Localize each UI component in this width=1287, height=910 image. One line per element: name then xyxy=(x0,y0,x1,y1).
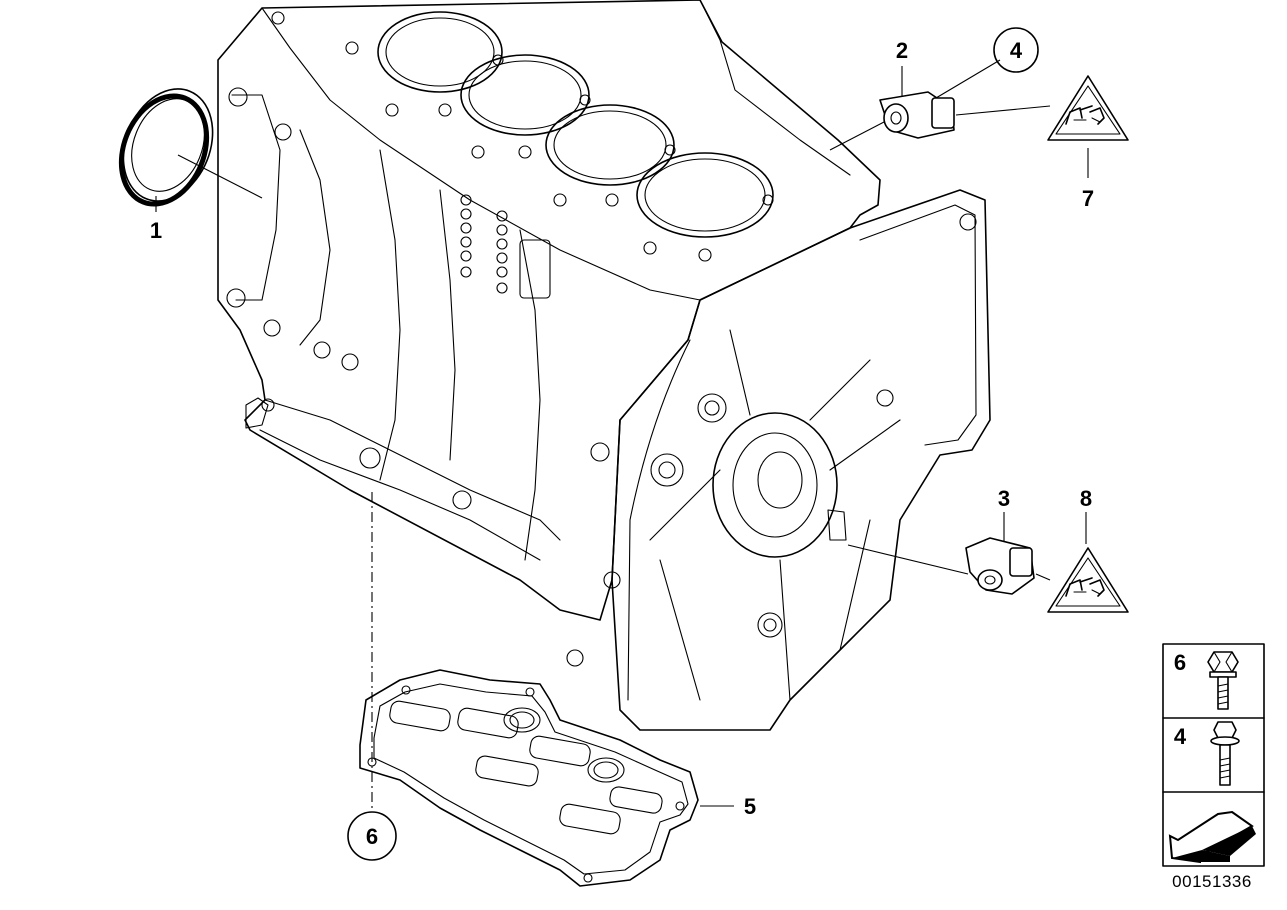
legend-item-4: 4 xyxy=(1174,721,1240,786)
hex-bolt-short-icon xyxy=(1207,651,1239,710)
callout-4: 4 xyxy=(993,27,1039,73)
callout-1: 1 xyxy=(150,218,162,243)
svg-text:1: 1 xyxy=(150,218,162,243)
warning-triangle-8 xyxy=(1047,547,1129,613)
sensor-part-2 xyxy=(879,91,955,139)
svg-text:5: 5 xyxy=(744,794,756,819)
callout-3: 3 xyxy=(998,486,1010,511)
svg-text:4: 4 xyxy=(1174,724,1187,749)
callout-5: 5 xyxy=(744,794,756,819)
callout-6: 6 xyxy=(347,811,397,861)
timing-end-face xyxy=(566,189,991,731)
leader-lines xyxy=(155,59,1089,810)
fastener-legend: 6 4 xyxy=(1162,643,1265,867)
oil-pan-gasket-part xyxy=(359,669,699,887)
engine-block xyxy=(217,0,881,621)
electrostatic-hand-icon xyxy=(1065,105,1105,125)
callout-7: 7 xyxy=(1082,186,1094,211)
legend-item-6: 6 xyxy=(1174,650,1239,710)
callout-2: 2 xyxy=(896,38,908,63)
seal-ring-part xyxy=(118,88,214,207)
svg-text:7: 7 xyxy=(1082,186,1094,211)
svg-text:2: 2 xyxy=(896,38,908,63)
callout-8: 8 xyxy=(1080,486,1092,511)
svg-text:4: 4 xyxy=(1010,38,1023,63)
svg-text:6: 6 xyxy=(1174,650,1186,675)
svg-text:8: 8 xyxy=(1080,486,1092,511)
sensor-part-3 xyxy=(965,537,1035,595)
diagram-id: 00151336 xyxy=(1172,872,1252,891)
hex-bolt-long-icon xyxy=(1210,721,1240,786)
svg-text:6: 6 xyxy=(366,824,378,849)
electrostatic-hand-icon xyxy=(1065,577,1105,597)
svg-text:3: 3 xyxy=(998,486,1010,511)
warning-triangle-7 xyxy=(1047,75,1129,141)
direction-arrow-icon xyxy=(1168,810,1256,864)
